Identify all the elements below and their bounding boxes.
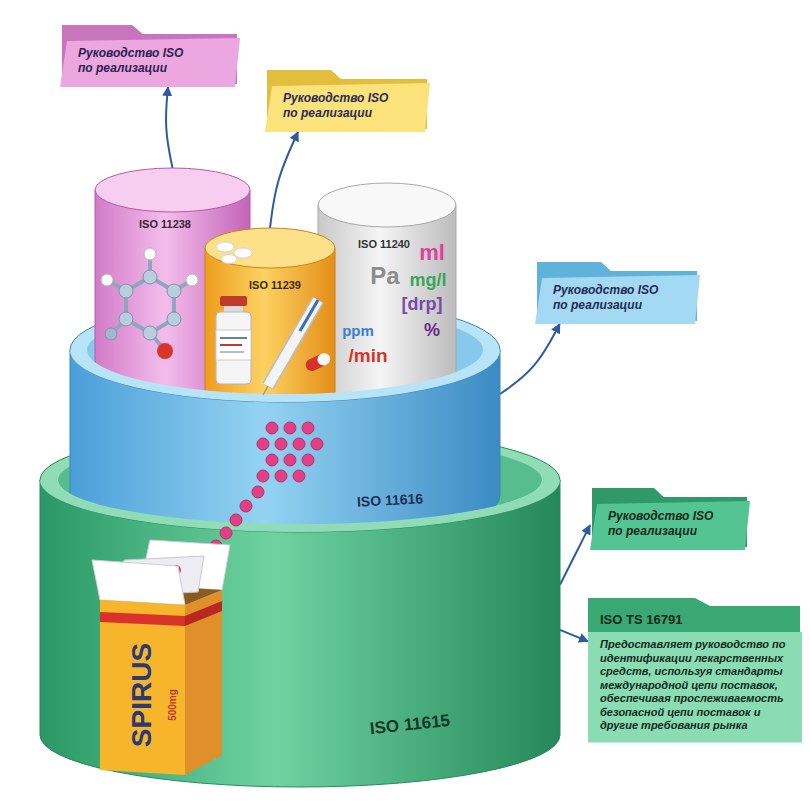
unit-label: ml [419, 240, 445, 266]
connector-arrow [166, 87, 172, 168]
standard-code: ISO 11238 [139, 218, 191, 230]
folder-front [265, 83, 430, 132]
falling-pills [200, 422, 323, 564]
unit-label: /min [348, 345, 387, 367]
cylinder-top [205, 228, 335, 268]
medicine-box [92, 540, 230, 775]
guide-folder: Руководство ISO по реализации [590, 488, 750, 550]
unit-label: mg/l [409, 270, 446, 291]
folder-note: Предоставляет руководство по идентификац… [600, 638, 792, 733]
standard-code: ISO 11240 [358, 238, 410, 250]
connector-arrow [270, 132, 298, 228]
unit-label: % [424, 320, 440, 341]
connector-arrow [560, 525, 590, 585]
folder-title: ISO TS 16791 [600, 612, 792, 628]
folder-title: Руководство ISO по реализации [78, 46, 188, 76]
folder-title: Руководство ISO по реализации [283, 91, 393, 121]
guide-folder: Руководство ISO по реализации [60, 25, 240, 87]
unit-label: ppm [342, 322, 374, 339]
molecule-model [101, 248, 198, 359]
unit-label: Pa [370, 262, 399, 290]
standard-code: ISO 11239 [249, 279, 301, 291]
guide-folder: Руководство ISO по реализации [265, 70, 430, 132]
cylinder-rim-front [40, 480, 560, 532]
package-label: 500mg [167, 689, 178, 721]
cylinder-top [318, 183, 456, 227]
folder-title: Руководство ISO по реализации [553, 283, 663, 313]
folder-front [535, 275, 700, 324]
cylinder-wall [40, 480, 560, 787]
folder-title: Руководство ISO по реализации [608, 509, 718, 539]
unit-label: [drp] [402, 294, 443, 315]
package-label: SPIRUS [126, 643, 158, 747]
cylinder-top [95, 168, 250, 212]
folder-front [590, 501, 750, 550]
folder-front [60, 38, 240, 87]
guide-folder: Руководство ISO по реализации [535, 262, 700, 324]
medicine-items [216, 242, 332, 395]
connector-arrow [560, 630, 588, 641]
folder-sheet [588, 632, 802, 743]
folder-tab [588, 598, 800, 634]
spec-folder: ISO TS 16791Предоставляет руководство по… [588, 598, 802, 743]
connector-arrow [500, 324, 560, 394]
